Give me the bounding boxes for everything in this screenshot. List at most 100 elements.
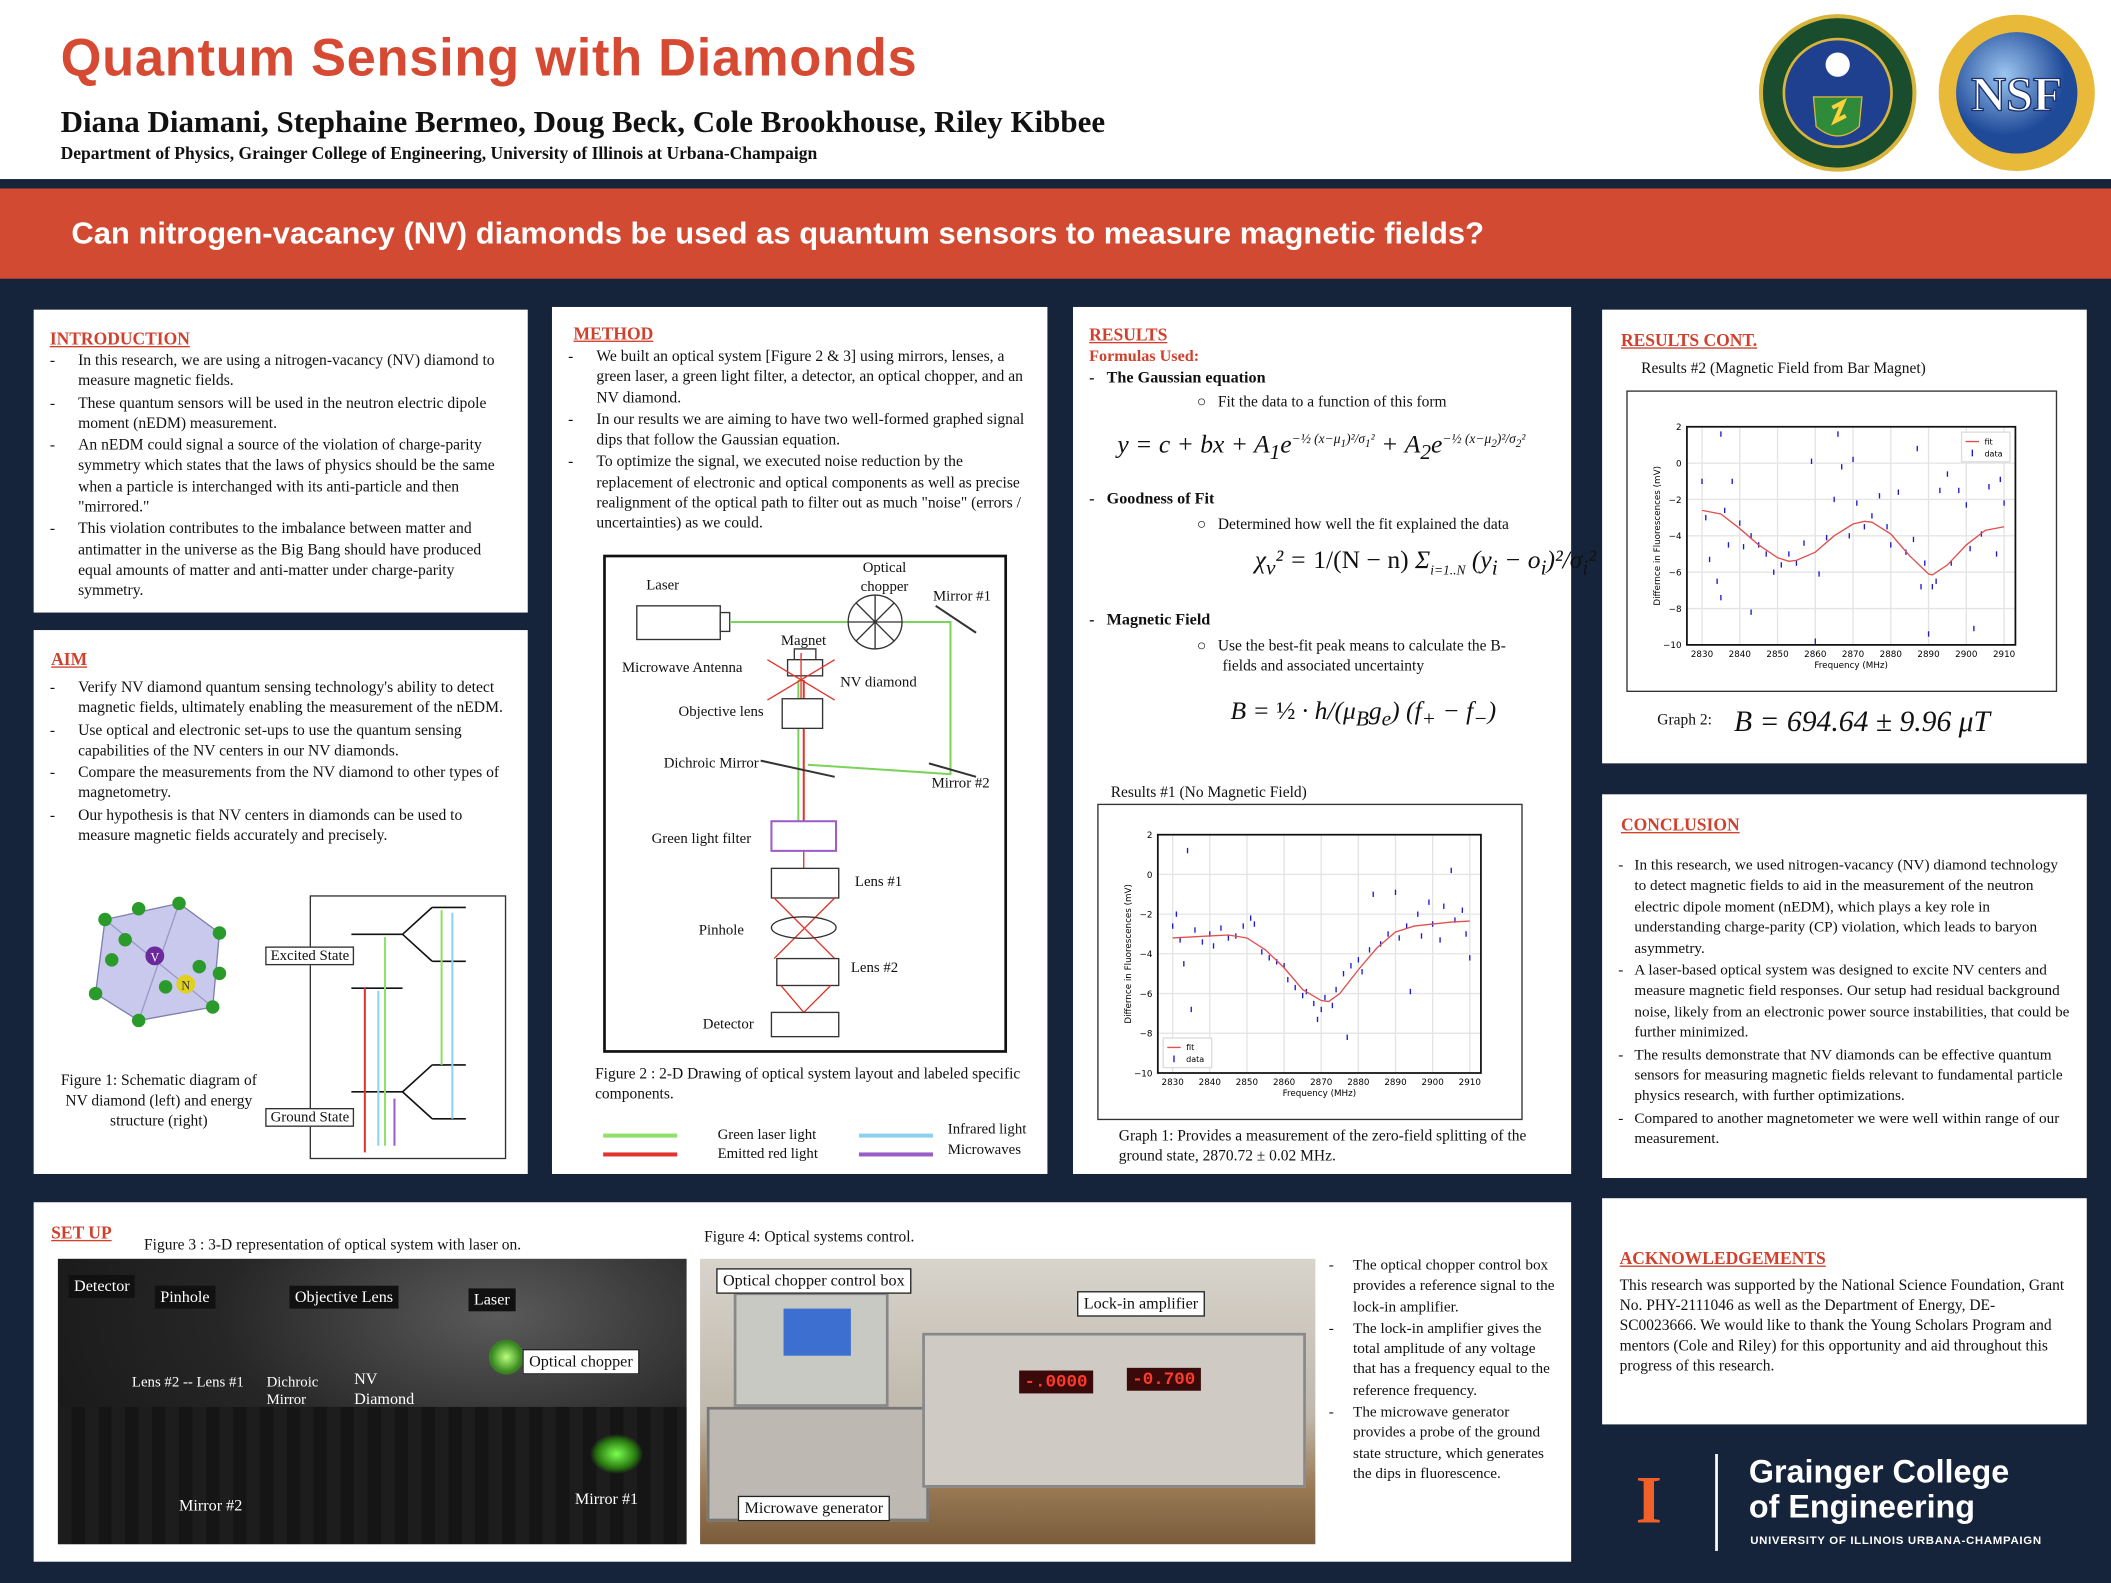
photo-label-mirror1: Mirror #1 bbox=[574, 1489, 639, 1508]
y-tick-label: −10 bbox=[1663, 641, 1681, 651]
label-green-filter: Green light filter bbox=[651, 830, 752, 847]
legend-label: fit bbox=[1984, 437, 1992, 446]
legend-swatch-green bbox=[603, 1133, 678, 1138]
aim-heading: AIM bbox=[51, 648, 88, 670]
introduction-heading: INTRODUCTION bbox=[49, 328, 190, 349]
x-tick-label: 2890 bbox=[1384, 1078, 1406, 1088]
authors: Diana Diamani, Stephaine Bermeo, Doug Be… bbox=[60, 105, 1106, 139]
list-item: A laser-based optical system was designe… bbox=[1618, 961, 2073, 1044]
y-tick-label: 0 bbox=[1676, 459, 1682, 469]
figure4-caption: Figure 4: Optical systems control. bbox=[704, 1229, 915, 1246]
x-axis-label: Frequency (MHz) bbox=[1814, 661, 1888, 671]
legend-label: data bbox=[1984, 449, 2002, 458]
x-tick-label: 2870 bbox=[1310, 1078, 1332, 1088]
label-pinhole: Pinhole bbox=[698, 922, 744, 939]
list-item: Verify NV diamond quantum sensing techno… bbox=[50, 677, 508, 718]
optical-system-photo: Detector Pinhole Objective Lens Laser Op… bbox=[57, 1258, 687, 1545]
setup-panel: SET UP Figure 3 : 3-D representation of … bbox=[33, 1202, 1572, 1562]
y-tick-label: −4 bbox=[1669, 532, 1682, 542]
list-item: Compare the measurements from the NV dia… bbox=[50, 762, 508, 803]
section-desc: Fit the data to a function of this form bbox=[1217, 394, 1447, 411]
ground-state-label: Ground State bbox=[265, 1108, 355, 1127]
x-tick-label: 2880 bbox=[1347, 1078, 1369, 1088]
photo-label-lenses: Lens #2 -- Lens #1 bbox=[131, 1374, 244, 1391]
magnetic-desc: ○ Use the best-fit peak means to calcula… bbox=[1196, 638, 1506, 675]
section-title: Goodness of Fit bbox=[1106, 488, 1215, 508]
aim-panel: AIM Verify NV diamond quantum sensing te… bbox=[33, 630, 528, 1174]
pinhole-icon bbox=[770, 916, 837, 940]
poster-header: Quantum Sensing with Diamonds Diana Diam… bbox=[0, 0, 2111, 180]
chi-squared-formula: χν² = 1/(N − n) Σi=1..N (yi − oi)²/σi² bbox=[1254, 546, 1597, 580]
legend-box bbox=[1960, 431, 2011, 463]
list-item: We built an optical system [Figure 2 & 3… bbox=[568, 346, 1039, 408]
x-tick-label: 2890 bbox=[1917, 650, 1939, 660]
x-tick-label: 2910 bbox=[1459, 1078, 1481, 1088]
label-lens1: Lens #1 bbox=[854, 873, 903, 890]
list-item: In this research, we are using a nitroge… bbox=[50, 350, 514, 391]
plot-frame bbox=[1156, 833, 1482, 1074]
legend-label: fit bbox=[1186, 1043, 1194, 1052]
x-axis-label: Frequency (MHz) bbox=[1283, 1089, 1357, 1099]
photo-label-objective: Objective Lens bbox=[289, 1285, 399, 1309]
photo-label-nv: NV Diamond bbox=[354, 1369, 415, 1409]
control-electronics-photo: -.0000 -0.700 Optical chopper control bo… bbox=[700, 1258, 1316, 1545]
nsf-logo-icon: NSF bbox=[1938, 14, 2095, 171]
label-dichroic-mirror: Dichroic Mirror bbox=[663, 755, 759, 772]
label-mirror2: Mirror #2 bbox=[931, 775, 990, 792]
grainger-line2: of Engineering bbox=[1748, 1489, 1976, 1526]
svg-text:NSF: NSF bbox=[1971, 68, 2063, 121]
x-tick-label: 2840 bbox=[1199, 1078, 1221, 1088]
label-objective-lens: Objective lens bbox=[678, 704, 764, 721]
photo-label-lockin: Lock-in amplifier bbox=[1077, 1291, 1205, 1317]
label-microwave-antenna: Microwave Antenna bbox=[621, 659, 743, 676]
results-panel: RESULTS Formulas Used: - The Gaussian eq… bbox=[1073, 306, 1596, 1174]
setup-heading: SET UP bbox=[51, 1222, 112, 1243]
y-tick-label: −6 bbox=[1140, 990, 1153, 1000]
results2-title: Results #2 (Magnetic Field from Bar Magn… bbox=[1641, 360, 1926, 377]
excited-state-label: Excited State bbox=[265, 946, 355, 966]
aim-list: Verify NV diamond quantum sensing techno… bbox=[50, 677, 508, 847]
list-item: The results demonstrate that NV diamonds… bbox=[1618, 1046, 2073, 1108]
y-tick-label: −2 bbox=[1140, 911, 1153, 921]
x-tick-label: 2850 bbox=[1766, 650, 1788, 660]
introduction-list: In this research, we are using a nitroge… bbox=[50, 350, 514, 603]
plot-frame bbox=[1686, 425, 2017, 646]
photo-label-mw-generator: Microwave generator bbox=[737, 1495, 890, 1522]
results1-title: Results #1 (No Magnetic Field) bbox=[1110, 784, 1307, 802]
acknowledgements-panel: ACKNOWLEDGEMENTS This research was suppo… bbox=[1602, 1198, 2087, 1425]
x-tick-label: 2900 bbox=[1422, 1078, 1444, 1088]
optical-table bbox=[57, 1406, 687, 1545]
list-item: Our hypothesis is that NV centers in dia… bbox=[50, 805, 508, 846]
lens2-icon bbox=[776, 957, 840, 987]
mirror2-icon bbox=[928, 762, 977, 778]
grainger-line1: Grainger College bbox=[1748, 1454, 2010, 1491]
x-tick-label: 2830 bbox=[1162, 1078, 1184, 1088]
method-panel: METHOD We built an optical system [Figur… bbox=[551, 306, 1048, 1174]
method-heading: METHOD bbox=[573, 323, 654, 344]
section-desc: Determined how well the fit explained th… bbox=[1217, 516, 1509, 534]
gaussian-desc: ○ Fit the data to a function of this for… bbox=[1196, 394, 1447, 411]
optical-system-diagram bbox=[603, 554, 1008, 1053]
results-cont-heading: RESULTS CONT. bbox=[1620, 329, 1758, 351]
legend-label: Emitted red light bbox=[717, 1145, 818, 1162]
fit-line bbox=[1701, 509, 2005, 576]
photo-label-pinhole: Pinhole bbox=[154, 1285, 215, 1309]
label-mirror1: Mirror #1 bbox=[932, 588, 991, 605]
lockin-display-2: -0.700 bbox=[1126, 1367, 1201, 1391]
light-legend: Green laser light Emitted red light Infr… bbox=[603, 1121, 1034, 1166]
list-item: The optical chopper control box provides… bbox=[1329, 1256, 1558, 1318]
dichroic-mirror-icon bbox=[760, 759, 835, 778]
list-item: This violation contributes to the imbala… bbox=[50, 519, 514, 601]
laser-glow bbox=[488, 1339, 524, 1375]
list-item: These quantum sensors will be used in th… bbox=[50, 393, 514, 434]
legend-swatch-infrared bbox=[858, 1133, 933, 1138]
list-item: In this research, we used nitrogen-vacan… bbox=[1618, 856, 2073, 960]
objective-lens-icon bbox=[781, 698, 824, 730]
x-tick-label: 2900 bbox=[1955, 650, 1977, 660]
graph2-value: B = 694.64 ± 9.96 μT bbox=[1734, 704, 1991, 738]
y-tick-label: −6 bbox=[1669, 569, 1682, 579]
y-tick-label: 0 bbox=[1147, 871, 1153, 881]
photo-label-detector: Detector bbox=[68, 1274, 136, 1298]
x-tick-label: 2860 bbox=[1273, 1078, 1295, 1088]
x-tick-label: 2910 bbox=[1993, 650, 2015, 660]
